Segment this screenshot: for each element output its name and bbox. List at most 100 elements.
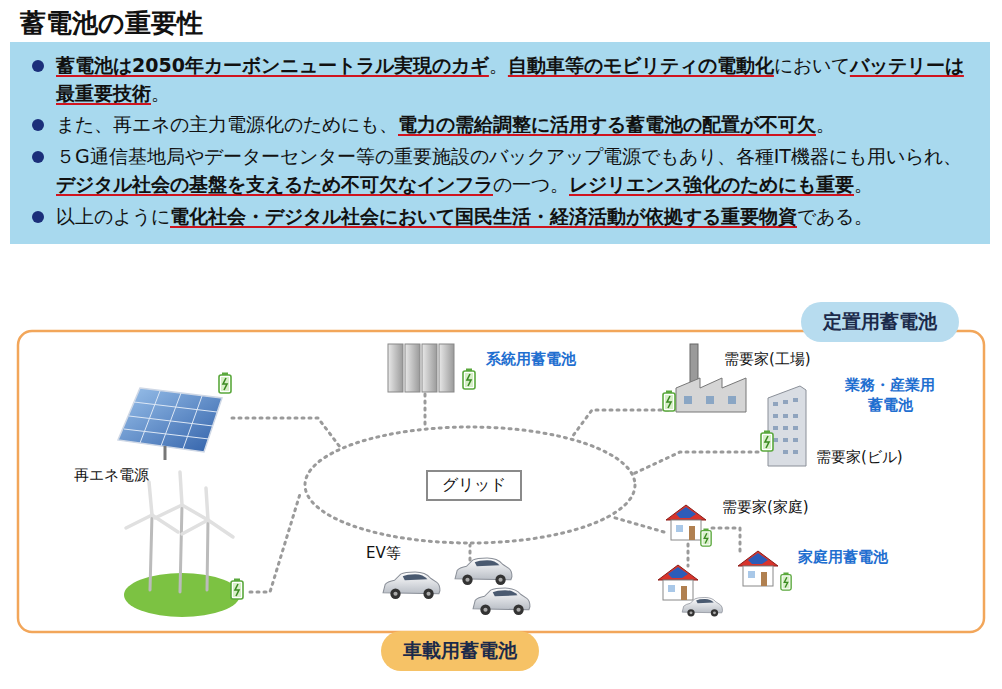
illustration-part	[793, 438, 798, 442]
houses	[658, 505, 791, 617]
illustration-part	[180, 472, 182, 505]
bullet-dot	[32, 211, 44, 223]
node-label: グリッド	[442, 475, 506, 496]
illustration-part	[783, 414, 788, 418]
illustration-part	[761, 431, 773, 452]
bullet-item: 以上のように電化社会・デジタル社会において国民生活・経済活動が依拠する重要物資で…	[26, 203, 970, 231]
illustration-part	[124, 573, 240, 617]
battery-label: 業務・産業用 蓄電池	[838, 376, 942, 415]
illustration-part	[134, 402, 217, 412]
consumer-label: 需要家(家庭)	[722, 498, 809, 518]
battery-label: 家庭用蓄電池	[798, 548, 888, 568]
page-title: 蓄電池の重要性	[20, 6, 203, 41]
illustration-part	[658, 565, 698, 600]
illustration-part	[208, 520, 233, 537]
wind-turbines	[124, 472, 243, 617]
illustration-part	[773, 398, 798, 454]
illustration-part	[455, 558, 512, 585]
illustration-part	[783, 426, 788, 430]
illustration-part	[633, 452, 758, 474]
illustration-part	[182, 520, 208, 534]
bullet-text: ５G通信基地局やデーターセンター等の重要施設のバックアップ電源でもあり、各種IT…	[56, 143, 970, 198]
illustration-part	[124, 391, 217, 449]
illustration-part	[783, 400, 788, 404]
illustration-part	[155, 505, 182, 518]
illustration-part	[463, 369, 475, 390]
illustration-part	[728, 396, 736, 404]
illustration-part	[793, 398, 798, 402]
grid-wires	[232, 394, 758, 592]
illustration-part	[149, 482, 152, 515]
illustration-part	[612, 517, 664, 532]
illustration-part	[161, 393, 181, 446]
illustration-part	[219, 373, 231, 394]
illustration-part	[773, 402, 778, 406]
summary-panel: 蓄電池は2050年カーボンニュートラル実現のカギ。自動車等のモビリティの電動化に…	[10, 42, 990, 244]
illustration-part	[572, 410, 668, 437]
illustration-part	[439, 344, 454, 392]
grid-battery-racks	[388, 344, 475, 392]
illustration-part	[768, 386, 806, 466]
illustration-part	[676, 378, 746, 412]
grid-box: グリッド	[426, 470, 522, 501]
illustration-part	[250, 494, 300, 592]
illustration-part	[129, 416, 213, 426]
illustration-part	[783, 450, 788, 454]
illustration-part	[793, 450, 798, 454]
illustration-part	[781, 573, 791, 591]
bullet-item: また、再エネの主力電源化のためにも、電力の需給調整に活用する蓄電池の配置が不可欠…	[26, 111, 970, 139]
illustration-part	[701, 529, 711, 547]
illustration-part	[207, 520, 208, 590]
bullet-dot	[32, 151, 44, 163]
illustration-part	[793, 414, 798, 418]
illustration-part	[682, 597, 722, 616]
consumer-label: 需要家(工場)	[724, 350, 811, 370]
illustration-part	[164, 446, 167, 460]
illustration-part	[773, 414, 778, 418]
illustration-part	[687, 544, 690, 566]
solar-panel	[118, 373, 231, 461]
bullet-dot	[32, 119, 44, 131]
illustration-part	[684, 396, 692, 404]
illustration-part	[180, 505, 182, 592]
illustration-part	[388, 344, 403, 392]
battery-label: 系統用蓄電池	[486, 350, 576, 370]
illustration-part	[712, 528, 740, 552]
node-label: 車載用蓄電池	[403, 638, 517, 664]
illustration-part	[773, 426, 778, 430]
ev-label: EV等	[366, 544, 401, 564]
illustration-part	[150, 505, 208, 592]
category-pill: 車載用蓄電池	[381, 631, 539, 671]
illustration-part	[666, 505, 706, 540]
illustration-part	[124, 429, 209, 439]
node-label: 定置用蓄電池	[823, 309, 937, 335]
region-frame	[18, 331, 984, 632]
bullet-item: ５G通信基地局やデーターセンター等の重要施設のバックアップ電源でもあり、各種IT…	[26, 143, 970, 198]
illustration-part	[118, 388, 222, 452]
illustration-part	[738, 551, 778, 586]
illustration-part	[793, 426, 798, 430]
illustration-part	[405, 344, 420, 392]
illustration-part	[706, 396, 714, 404]
illustration-part	[150, 515, 152, 590]
illustration-part	[206, 488, 208, 520]
office-building	[761, 386, 806, 466]
illustration-part	[126, 515, 152, 528]
illustration-part	[424, 394, 427, 428]
bullet-item: 蓄電池は2050年カーボンニュートラル実現のカギ。自動車等のモビリティの電動化に…	[26, 52, 970, 107]
consumer-label: 需要家(ビル)	[816, 448, 903, 468]
illustration-part	[422, 344, 437, 392]
illustration-part	[231, 579, 243, 600]
category-pill: 定置用蓄電池	[801, 302, 959, 342]
source-label: 再エネ電源	[74, 466, 149, 486]
electric-cars	[383, 558, 530, 615]
illustration-part	[469, 545, 472, 560]
illustration-part	[473, 588, 530, 615]
bullet-text: また、再エネの主力電源化のためにも、電力の需給調整に活用する蓄電池の配置が不可欠…	[56, 111, 970, 139]
bullet-text: 以上のように電化社会・デジタル社会において国民生活・経済活動が依拠する重要物資で…	[56, 203, 970, 231]
illustration-part	[305, 427, 635, 543]
bullet-text: 蓄電池は2050年カーボンニュートラル実現のカギ。自動車等のモビリティの電動化に…	[56, 52, 970, 107]
illustration-part	[140, 391, 160, 443]
illustration-part	[182, 505, 208, 520]
